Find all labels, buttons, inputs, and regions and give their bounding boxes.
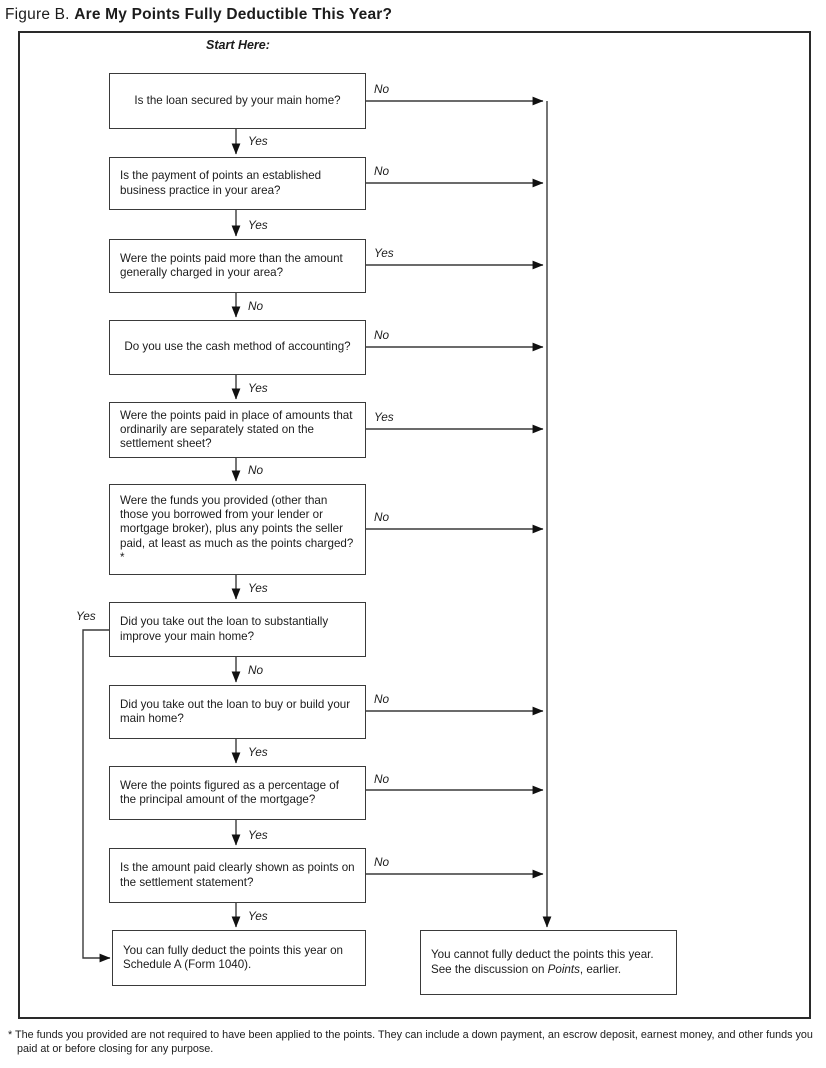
footnote: * The funds you provided are not require… — [4, 1028, 825, 1056]
down-label-q4-yes: Yes — [248, 381, 268, 395]
flow-node-q7: Did you take out the loan to substantial… — [109, 602, 366, 657]
flow-node-q10: Is the amount paid clearly shown as poin… — [109, 848, 366, 903]
flow-node-q3: Were the points paid more than the amoun… — [109, 239, 366, 293]
start-here-label: Start Here: — [206, 38, 270, 52]
branch-label-q4-no: No — [374, 328, 390, 342]
flow-node-q9: Were the points figured as a percentage … — [109, 766, 366, 820]
flow-node-outcome-not-deduct: You cannot fully deduct the points this … — [420, 930, 677, 995]
branch-label-q8-no: No — [374, 692, 390, 706]
down-label-q2-yes: Yes — [248, 218, 268, 232]
flow-node-q8-text: Did you take out the loan to buy or buil… — [120, 697, 351, 725]
figure-title: Figure B. Are My Points Fully Deductible… — [5, 6, 392, 24]
flow-node-q2-text: Is the payment of points an established … — [120, 169, 322, 197]
flow-node-q3-text: Were the points paid more than the amoun… — [120, 251, 343, 279]
flow-node-q1-text: Is the loan secured by your main home? — [134, 93, 341, 107]
down-label-q1-yes: Yes — [248, 134, 268, 148]
flow-node-q7-text: Did you take out the loan to substantial… — [120, 615, 329, 643]
flow-node-q2: Is the payment of points an established … — [109, 157, 366, 210]
branch-label-q10-no: No — [374, 855, 390, 869]
footnote-marker: * — [8, 1029, 13, 1041]
flow-node-q5: Were the points paid in place of amounts… — [109, 402, 366, 458]
branch-label-q9-no: No — [374, 772, 390, 786]
down-label-q5-no: No — [248, 463, 264, 477]
footnote-text: The funds you provided are not required … — [15, 1029, 813, 1055]
outcome-deduct-text: You can fully deduct the points this yea… — [123, 943, 343, 972]
figure-title-text: Are My Points Fully Deductible This Year… — [74, 6, 393, 23]
flow-node-q1: Is the loan secured by your main home? — [109, 73, 366, 129]
down-label-q7-no: No — [248, 663, 264, 677]
branch-label-q2-no: No — [374, 164, 390, 178]
down-label-q10-yes: Yes — [248, 909, 268, 923]
flow-node-q4-text: Do you use the cash method of accounting… — [124, 340, 351, 354]
flow-node-q6-text: Were the funds you provided (other than … — [120, 493, 354, 564]
flow-node-q9-text: Were the points figured as a percentage … — [120, 778, 339, 806]
down-label-q3-no: No — [248, 299, 264, 313]
figure-title-prefix: Figure B. — [5, 6, 70, 23]
flow-node-q8: Did you take out the loan to buy or buil… — [109, 685, 366, 739]
branch-label-q5-yes: Yes — [374, 410, 394, 424]
down-label-q8-yes: Yes — [248, 745, 268, 759]
outcome-not-deduct-text: You cannot fully deduct the points this … — [431, 948, 654, 976]
flow-node-q4: Do you use the cash method of accounting… — [109, 320, 366, 375]
flow-node-q6: Were the funds you provided (other than … — [109, 484, 366, 575]
flow-node-outcome-deduct: You can fully deduct the points this yea… — [112, 930, 366, 986]
flow-node-q5-text: Were the points paid in place of amounts… — [120, 408, 353, 451]
branch-label-q6-no: No — [374, 510, 390, 524]
left-label-q7-yes: Yes — [76, 609, 96, 623]
down-label-q9-yes: Yes — [248, 828, 268, 842]
down-label-q6-yes: Yes — [248, 581, 268, 595]
branch-label-q3-yes: Yes — [374, 246, 394, 260]
branch-label-q1-no: No — [374, 82, 390, 96]
flow-node-q10-text: Is the amount paid clearly shown as poin… — [120, 861, 355, 889]
